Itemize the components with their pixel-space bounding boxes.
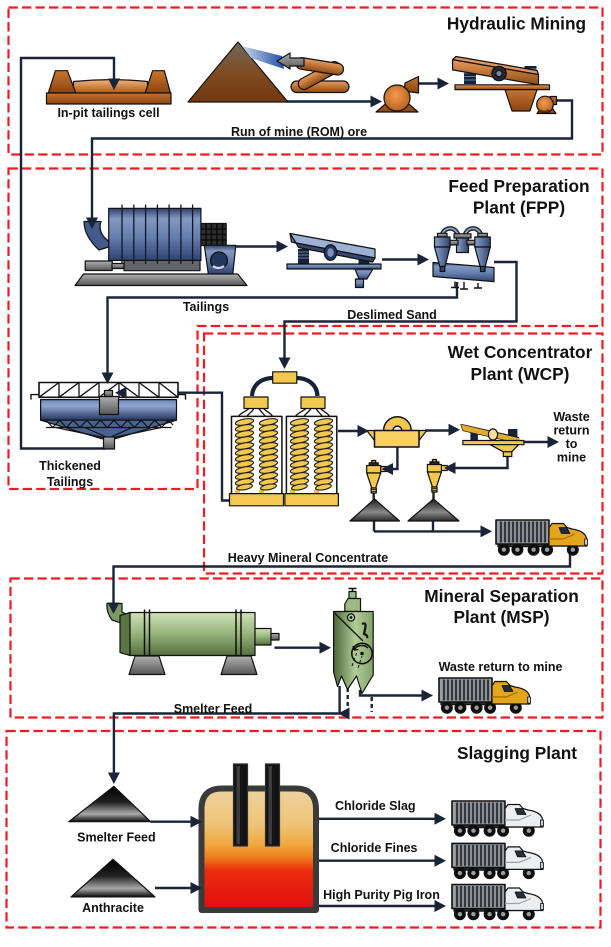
svg-text:Run of mine (ROM) ore: Run of mine (ROM) ore — [231, 125, 367, 139]
svg-text:Thickened: Thickened — [39, 459, 101, 473]
svg-text:return: return — [553, 424, 589, 438]
svg-text:Deslimed Sand: Deslimed Sand — [347, 308, 437, 322]
svg-text:Plant (FPP): Plant (FPP) — [473, 198, 565, 218]
svg-text:Smelter Feed: Smelter Feed — [174, 702, 253, 716]
svg-text:Hydraulic Mining: Hydraulic Mining — [447, 14, 586, 34]
svg-text:Feed Preparation: Feed Preparation — [448, 176, 589, 196]
svg-text:Plant (WCP): Plant (WCP) — [471, 364, 570, 384]
svg-text:Heavy Mineral Concentrate: Heavy Mineral Concentrate — [228, 551, 389, 565]
svg-text:Mineral Separation: Mineral Separation — [424, 586, 579, 606]
svg-text:Tailings: Tailings — [183, 300, 229, 314]
svg-text:to: to — [566, 437, 578, 451]
svg-text:Chloride Fines: Chloride Fines — [331, 841, 418, 855]
svg-text:Chloride Slag: Chloride Slag — [335, 799, 416, 813]
svg-text:Waste: Waste — [553, 410, 589, 424]
svg-text:High Purity Pig Iron: High Purity Pig Iron — [323, 888, 440, 902]
svg-text:Anthracite: Anthracite — [82, 901, 144, 915]
svg-text:Tailings: Tailings — [47, 475, 93, 489]
svg-text:Plant (MSP): Plant (MSP) — [453, 607, 549, 627]
svg-text:In-pit tailings cell: In-pit tailings cell — [57, 106, 159, 120]
svg-text:mine: mine — [557, 451, 586, 465]
svg-text:Slagging Plant: Slagging Plant — [457, 743, 577, 763]
svg-text:Waste return to mine: Waste return to mine — [439, 660, 563, 674]
svg-text:Wet Concentrator: Wet Concentrator — [448, 342, 593, 362]
svg-text:Smelter Feed: Smelter Feed — [77, 831, 156, 845]
